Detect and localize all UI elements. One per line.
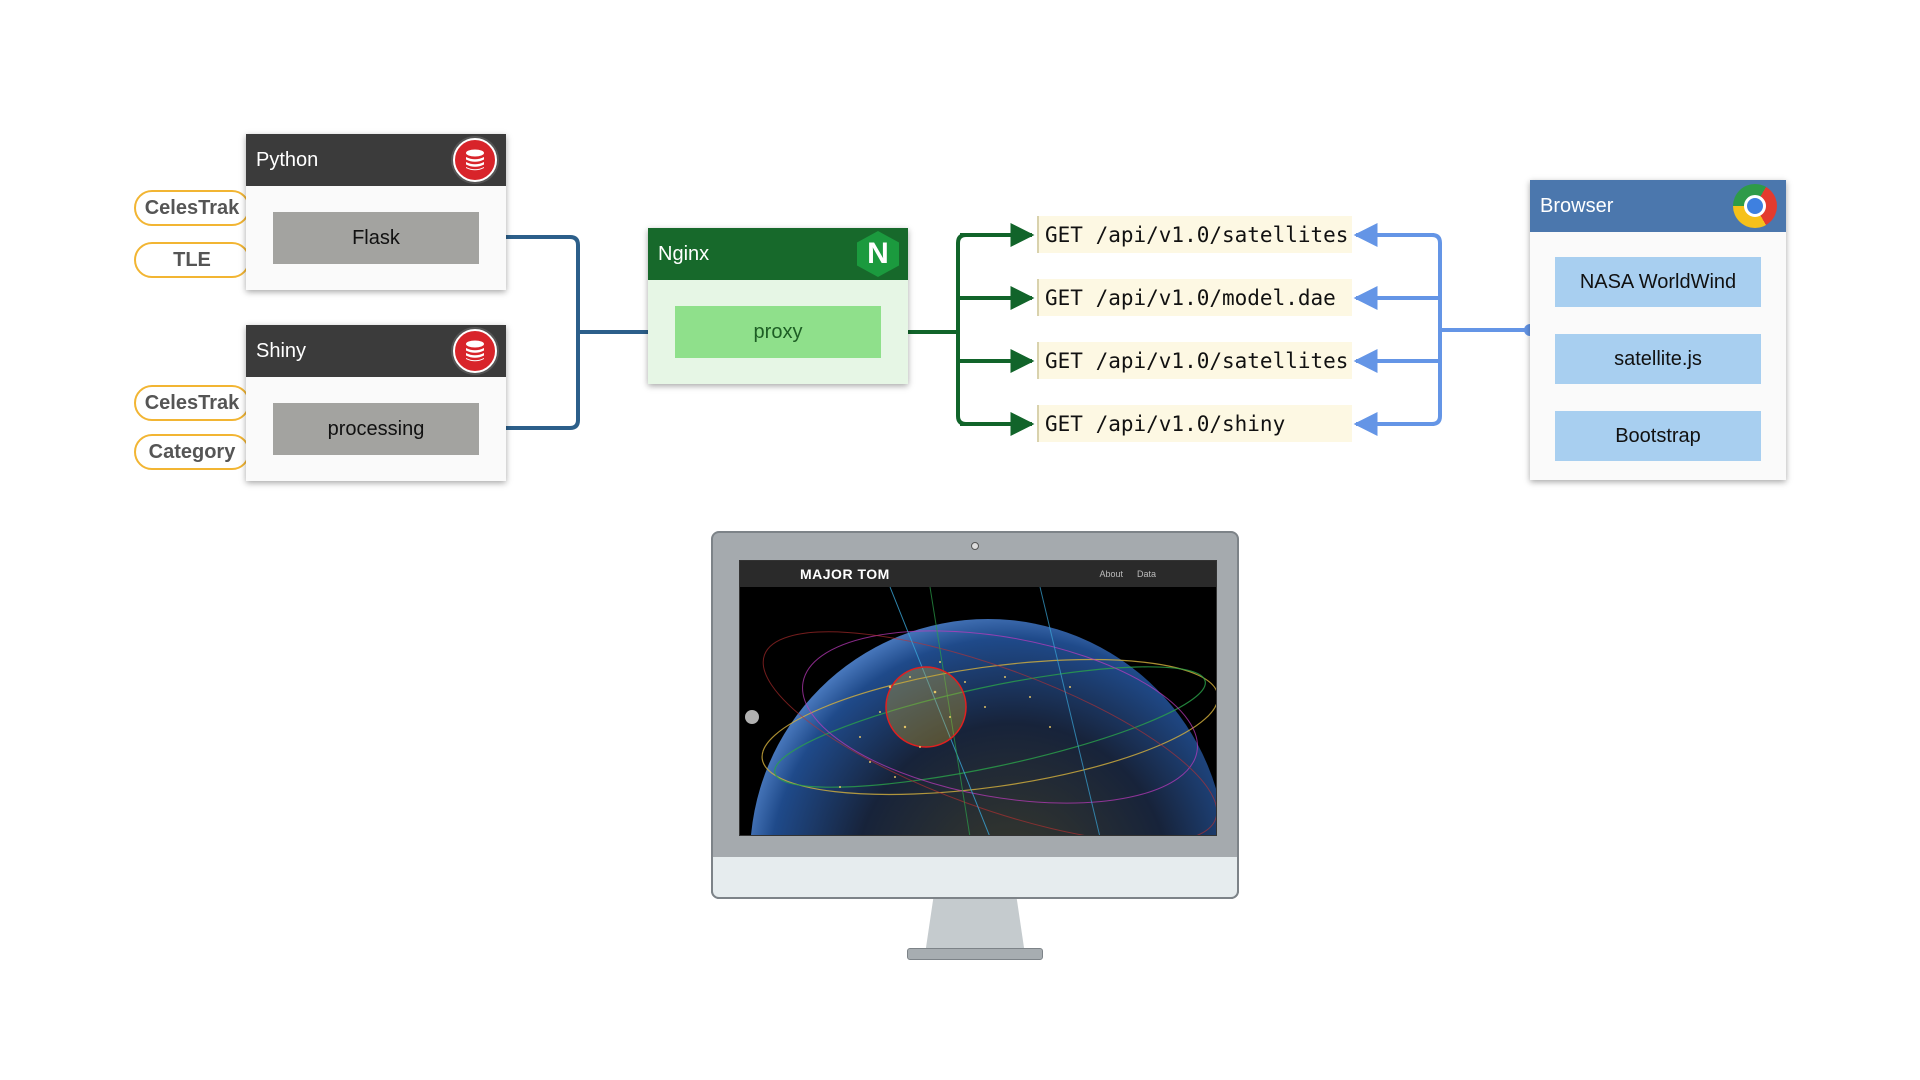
- worldwind-box: NASA WorldWind: [1555, 257, 1761, 307]
- browser-node: Browser NASA WorldWind satellite.js Boot…: [1530, 180, 1786, 480]
- camera-dot: [971, 542, 979, 550]
- flask-box: Flask: [273, 212, 479, 264]
- nav-link-data[interactable]: Data: [1136, 569, 1156, 579]
- endpoint-satellites: GET /api/v1.0/satellites: [1037, 216, 1352, 253]
- app-title: MAJOR TOM: [800, 566, 890, 582]
- processing-box: processing: [273, 403, 479, 455]
- input-pill-tle: TLE: [134, 242, 250, 278]
- app-screenshot: MAJOR TOM About Data: [739, 560, 1217, 836]
- input-pill-category: Category: [134, 434, 250, 470]
- nginx-logo-icon: N: [857, 231, 899, 277]
- shiny-title: Shiny: [256, 339, 307, 362]
- browser-header: Browser: [1530, 180, 1786, 232]
- browser-title: Browser: [1540, 194, 1614, 217]
- monitor-stand: [925, 899, 1025, 951]
- monitor: MAJOR TOM About Data: [711, 531, 1239, 899]
- monitor-foot: [907, 948, 1043, 960]
- python-node: Python Flask: [246, 134, 506, 290]
- endpoint-shiny: GET /api/v1.0/shiny: [1037, 405, 1352, 442]
- endpoint-satellites-2: GET /api/v1.0/satellites: [1037, 342, 1352, 379]
- app-nav-links: About Data: [1099, 569, 1156, 579]
- nginx-title: Nginx: [658, 242, 710, 265]
- app-navbar: MAJOR TOM About Data: [740, 561, 1216, 587]
- python-title: Python: [256, 148, 319, 171]
- wire-browser-bus: [1431, 233, 1442, 426]
- proxy-box: proxy: [675, 306, 881, 358]
- monitor-chin: [711, 857, 1239, 899]
- input-pill-celestrak-python: CelesTrak: [134, 190, 250, 226]
- shiny-node: Shiny processing: [246, 325, 506, 481]
- bootstrap-box: Bootstrap: [1555, 411, 1761, 461]
- chrome-icon: [1733, 184, 1777, 228]
- nginx-header: Nginx N: [648, 228, 908, 280]
- nginx-node: Nginx N proxy: [648, 228, 908, 384]
- database-icon: [453, 329, 497, 373]
- wire-nginx-bus: [956, 233, 967, 426]
- shiny-header: Shiny: [246, 325, 506, 377]
- satellitejs-box: satellite.js: [1555, 334, 1761, 384]
- nav-link-about[interactable]: About: [1099, 569, 1123, 579]
- python-header: Python: [246, 134, 506, 186]
- wire-python-to-nginx: [506, 235, 580, 332]
- wire-shiny-to-nginx: [506, 332, 580, 430]
- input-pill-celestrak-shiny: CelesTrak: [134, 385, 250, 421]
- database-icon: [453, 138, 497, 182]
- endpoint-model: GET /api/v1.0/model.dae: [1037, 279, 1352, 316]
- earth-globe-view: [740, 587, 1216, 835]
